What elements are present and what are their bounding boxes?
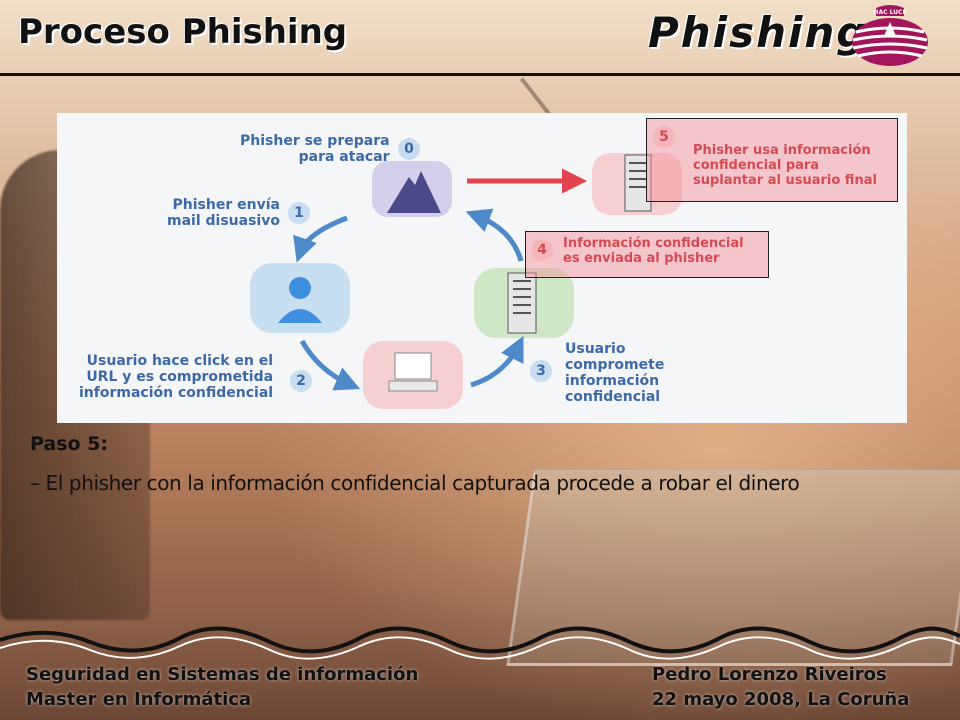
- step1-badge: 1: [288, 202, 310, 224]
- header-rule: [0, 73, 960, 76]
- step3-label-line3: información: [565, 373, 660, 389]
- step-description: – El phisher con la información confiden…: [30, 471, 800, 495]
- footer-course: Seguridad en Sistemas de información: [26, 664, 419, 685]
- arrow-step3: [470, 336, 524, 388]
- step0-label-line2: para atacar: [298, 149, 390, 165]
- step4-label: Información confidencial es enviada al p…: [563, 236, 744, 266]
- step4-label-line1: Información confidencial: [563, 236, 744, 251]
- arrow-step1: [293, 215, 348, 263]
- step2-badge: 2: [290, 370, 312, 392]
- step2-label-line2: URL y es comprometida: [86, 369, 274, 385]
- step2-label-line3: información confidencial: [79, 385, 274, 401]
- step3-label: Usuario compromete información confidenc…: [565, 341, 664, 405]
- decorative-divider: [0, 626, 960, 660]
- phishing-process-diagram: Phisher se prepara para atacar 0 Phisher…: [57, 113, 907, 423]
- step5-badge: 5: [653, 126, 675, 148]
- step4-label-line2: es enviada al phisher: [563, 251, 720, 266]
- step4-badge: 4: [531, 239, 553, 261]
- step5-highlight: [646, 118, 898, 202]
- university-emblem-icon: HAC LUCE: [852, 5, 928, 66]
- footer-program: Master en Informática: [26, 689, 252, 710]
- slide-title: Proceso Phishing: [18, 12, 348, 52]
- step5-label-line1: Phisher usa información: [693, 143, 871, 158]
- step5-label-line3: suplantar al usuario final: [693, 173, 877, 188]
- step2-label: Usuario hace click en el URL y es compro…: [79, 353, 273, 401]
- diagram-graphics: [250, 153, 682, 409]
- step-heading: Paso 5:: [30, 433, 109, 455]
- server-icon: [507, 272, 537, 334]
- step2-label-line1: Usuario hace click en el: [86, 353, 274, 369]
- step3-label-line4: confidencial: [565, 389, 661, 405]
- computer-icon: [394, 352, 432, 380]
- step0-label-line1: Phisher se prepara: [240, 133, 390, 149]
- step4-highlight: [525, 231, 769, 278]
- step0-label: Phisher se prepara para atacar: [240, 133, 390, 165]
- phishing-logo-text: Phishing: [648, 8, 869, 57]
- step0-badge: 0: [398, 138, 420, 160]
- step5-label: Phisher usa información confidencial par…: [693, 143, 877, 188]
- step3-badge: 3: [530, 360, 552, 382]
- step1-label-line2: mail disuasivo: [167, 213, 280, 229]
- step1-label-line1: Phisher envía: [172, 197, 280, 213]
- arrow-step2: [299, 339, 361, 391]
- user-icon: [289, 277, 311, 299]
- step3-label-line1: Usuario: [565, 341, 626, 357]
- hacker-silhouette-icon: [387, 171, 441, 213]
- step3-label-line2: compromete: [565, 357, 665, 373]
- footer-date-location: 22 mayo 2008, La Coruña: [652, 689, 910, 710]
- footer-author: Pedro Lorenzo Riveiros: [652, 664, 887, 685]
- step5-label-line2: confidencial para: [693, 158, 820, 173]
- arrow-step4: [465, 208, 524, 262]
- emblem-text: HAC LUCE: [873, 9, 906, 16]
- step1-label: Phisher envía mail disuasivo: [167, 197, 280, 229]
